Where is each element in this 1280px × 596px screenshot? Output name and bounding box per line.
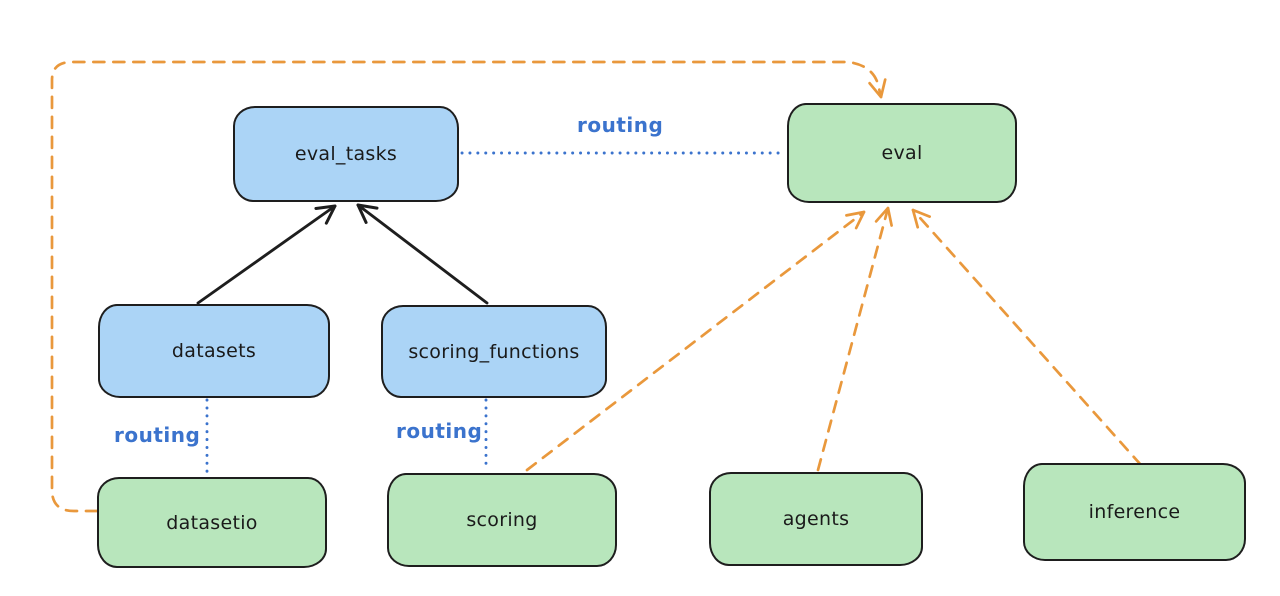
node-eval-tasks: eval_tasks <box>233 106 459 202</box>
edge-datasetio-to-eval <box>50 60 887 513</box>
edge-inference-to-eval <box>911 208 1143 467</box>
node-datasets-label: datasets <box>171 340 257 362</box>
edge-label-routing-scoring-functions-scoring: routing <box>396 419 483 443</box>
edge-agents-to-eval <box>816 206 893 472</box>
node-datasetio: datasetio <box>97 477 327 568</box>
edge-datasets-to-eval-tasks <box>196 204 337 305</box>
node-scoring: scoring <box>387 473 617 567</box>
node-inference: inference <box>1023 463 1246 561</box>
edge-scoring-functions-to-eval-tasks <box>356 203 489 305</box>
node-scoring-functions-label: scoring_functions <box>408 340 580 363</box>
edge-scoring-to-eval <box>525 210 866 472</box>
node-datasets: datasets <box>98 304 330 398</box>
node-eval: eval <box>787 103 1017 203</box>
edge-label-routing-eval-tasks-eval: routing <box>577 113 664 137</box>
node-datasetio-label: datasetio <box>166 511 258 534</box>
edge-label-routing-datasets-datasetio: routing <box>114 423 201 447</box>
node-agents: agents <box>709 472 923 566</box>
node-scoring-functions: scoring_functions <box>381 305 607 398</box>
node-inference-label: inference <box>1088 501 1181 523</box>
node-eval-label: eval <box>881 142 923 164</box>
node-eval-tasks-label: eval_tasks <box>294 143 398 165</box>
node-agents-label: agents <box>782 508 850 530</box>
node-scoring-label: scoring <box>466 509 538 531</box>
